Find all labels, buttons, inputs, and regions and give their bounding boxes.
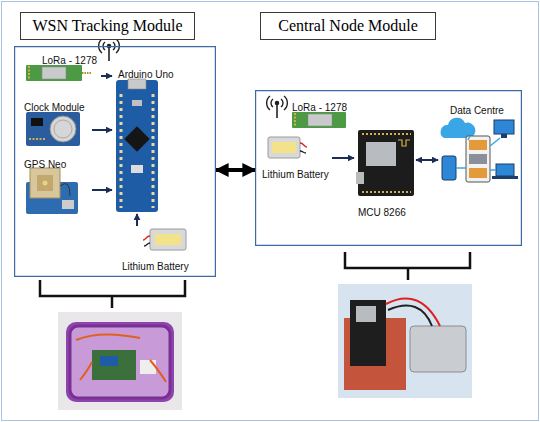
component: MCU 8266	[354, 126, 416, 216]
component: LoRa - 1278	[22, 48, 101, 84]
antenna-icon	[99, 39, 120, 61]
battery	[268, 137, 307, 158]
title-box: Central Node Module	[260, 12, 436, 40]
clock-module	[26, 112, 80, 146]
component-label: Data Centre	[450, 105, 504, 117]
connector-arrow	[136, 214, 138, 226]
component-label: GPS Neo	[24, 159, 66, 171]
component: Clock Module	[20, 95, 92, 150]
gps-module	[26, 168, 78, 214]
module-title: WSN Tracking Module	[32, 17, 182, 35]
component-label: Lithium Battery	[262, 169, 329, 181]
connector-arrow	[216, 168, 255, 172]
bracket	[40, 280, 185, 308]
module-panel: LoRa - 1278Arduino UnoClock ModuleGPS Ne…	[14, 46, 216, 277]
mcu-board	[356, 130, 414, 196]
component-label: Clock Module	[24, 102, 85, 114]
component-label: Lithium Battery	[122, 261, 189, 273]
device-photo	[58, 312, 182, 410]
component-label: MCU 8266	[358, 207, 406, 219]
connector-arrow	[101, 75, 112, 77]
lora-module	[26, 65, 91, 81]
module-title: Central Node Module	[278, 17, 418, 35]
data-centre-icon	[441, 118, 518, 182]
component-label: LoRa - 1278	[292, 102, 347, 114]
connector-arrow	[416, 159, 438, 161]
component: Lithium Battery	[118, 226, 195, 274]
component: LoRa - 1278	[288, 95, 352, 129]
battery	[143, 229, 186, 250]
device-photo	[338, 284, 472, 398]
antenna-icon	[267, 96, 288, 118]
component: Arduino Uno	[112, 62, 180, 214]
component-label: LoRa - 1278	[42, 55, 97, 67]
module-panel: LoRa - 1278Lithium BatteryMCU 8266 Data C…	[255, 90, 522, 246]
connector-arrow	[92, 189, 112, 191]
component: Data Centre	[438, 98, 518, 204]
lora-module	[292, 112, 346, 128]
title-box: WSN Tracking Module	[20, 12, 195, 40]
connector-arrow	[92, 129, 112, 131]
bracket	[345, 252, 470, 280]
connector-arrow	[332, 157, 354, 159]
arduino-board	[116, 79, 158, 212]
component-label: Arduino Uno	[118, 69, 174, 81]
component: Lithium Battery	[260, 133, 332, 179]
component: GPS Neo	[20, 152, 92, 218]
